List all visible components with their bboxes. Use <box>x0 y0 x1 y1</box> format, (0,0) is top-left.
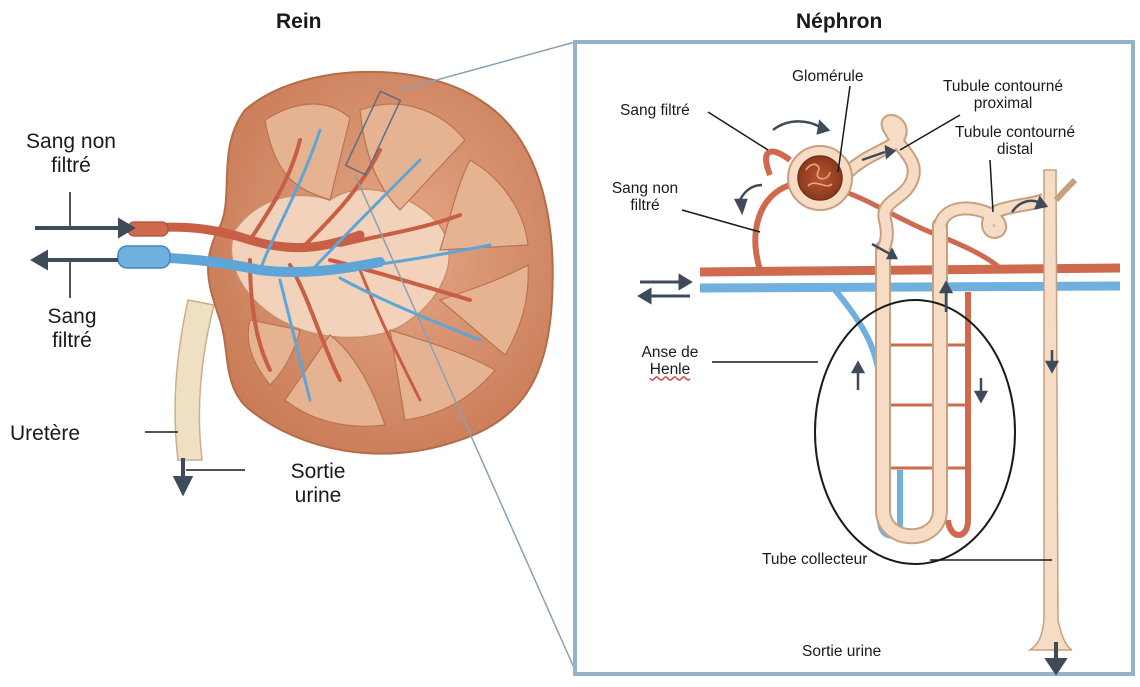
kidney-unfiltered-line2: filtré <box>6 154 136 178</box>
ureter-label: Uretère <box>10 422 80 446</box>
kidney-filtered-label: Sang filtré <box>32 305 112 352</box>
nephron-unfiltered-label: Sang non filtré <box>600 180 690 215</box>
distal-line2: distal <box>930 141 1100 158</box>
zoom-line-top <box>400 42 575 90</box>
renal-vein-stub <box>118 246 170 268</box>
proximal-tubule-label: Tubule contourné proximal <box>918 78 1088 113</box>
nephron-unfiltered-line2: filtré <box>600 197 690 214</box>
sang-filtre-label: Sang filtré <box>620 102 690 119</box>
nephron-title: Néphron <box>796 10 882 34</box>
sortie-urine-label: Sortie urine <box>802 643 881 660</box>
kidney <box>118 72 553 460</box>
kidney-filtered-line2: filtré <box>32 329 112 353</box>
glomerule-label: Glomérule <box>792 68 864 85</box>
henle-line1: Anse de <box>632 344 708 361</box>
tube-collecteur-label: Tube collecteur <box>762 551 867 568</box>
henle-line2: Henle <box>632 361 708 378</box>
distal-tubule-label: Tubule contourné distal <box>930 124 1100 159</box>
kidney-urine-line2: urine <box>278 484 358 508</box>
kidney-unfiltered-label: Sang non filtré <box>6 130 136 177</box>
nephron-unfiltered-line1: Sang non <box>600 180 690 197</box>
kidney-filtered-line1: Sang <box>32 305 112 329</box>
proximal-line2: proximal <box>918 95 1088 112</box>
kidney-urine-line1: Sortie <box>278 460 358 484</box>
distal-line1: Tubule contourné <box>930 124 1100 141</box>
henle-label: Anse de Henle <box>632 344 708 379</box>
kidney-title: Rein <box>276 10 322 34</box>
proximal-line1: Tubule contourné <box>918 78 1088 95</box>
kidney-unfiltered-line1: Sang non <box>6 130 136 154</box>
kidney-urine-label: Sortie urine <box>278 460 358 507</box>
ureter-tube <box>175 300 214 460</box>
